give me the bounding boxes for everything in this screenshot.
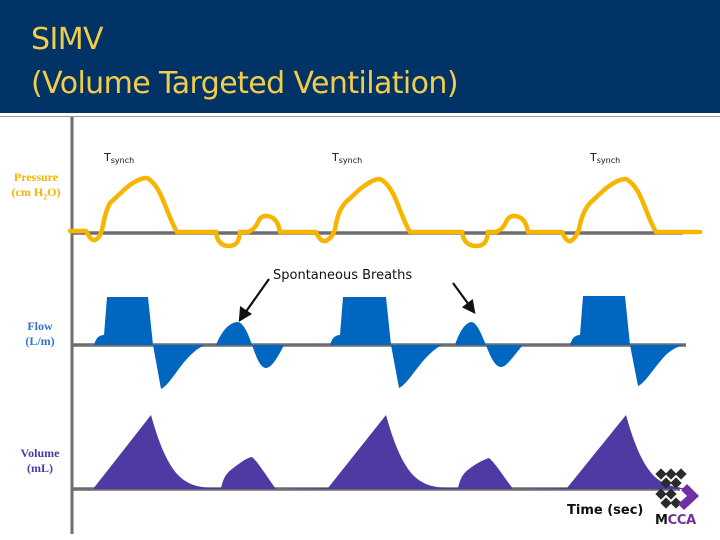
tsynch-sub: synch: [338, 156, 363, 165]
tsynch-sub: synch: [110, 156, 135, 165]
mcca-logo-text: MCCA: [655, 513, 696, 528]
logo-letter-m: M: [655, 513, 668, 528]
spontaneous-breaths-annotation: Spontaneous Breaths: [273, 268, 413, 283]
banner-rule: [0, 116, 720, 117]
tsynch-label: T: [104, 151, 111, 164]
pressure-unit-a: (cm H: [11, 185, 44, 199]
pressure-waveform: [67, 175, 703, 249]
time-axis-label: Time (sec): [567, 503, 644, 518]
title-banner: [0, 0, 720, 113]
arrow-right-head: [461, 299, 476, 314]
pressure-label-line2: (cm H2O): [6, 185, 66, 204]
arrow-right: [452, 282, 470, 306]
tsynch-marker-3: Tsynch: [590, 151, 620, 165]
pressure-label: Pressure (cm H2O): [6, 170, 66, 204]
tsynch-sub: synch: [596, 156, 621, 165]
pressure-unit-sub: 2: [43, 192, 48, 202]
slide-title: SIMV: [31, 22, 104, 57]
flow-waveform: [94, 296, 684, 389]
flow-label-line1: Flow: [27, 319, 53, 333]
mcca-logo-icon: [655, 468, 699, 510]
volume-label-line2: (mL): [27, 461, 53, 475]
volume-label-line1: Volume: [20, 446, 60, 460]
tsynch-label: T: [332, 151, 339, 164]
flow-label-line2: (L/m): [25, 334, 55, 348]
volume-waveform: [72, 415, 690, 489]
tsynch-label: T: [590, 151, 597, 164]
pressure-label-line1: Pressure: [13, 170, 59, 184]
logo-letters-cca: CCA: [667, 513, 697, 528]
pressure-unit-b: O): [47, 185, 61, 199]
arrow-left-head: [238, 306, 253, 323]
flow-label: Flow (L/m): [10, 319, 70, 349]
spontaneous-breath-arrows: [238, 278, 476, 323]
volume-label: Volume (mL): [10, 446, 70, 476]
banner-divider: [0, 113, 720, 116]
slide-subtitle: (Volume Targeted Ventilation): [31, 66, 459, 101]
tsynch-marker-2: Tsynch: [332, 151, 362, 165]
arrow-left: [244, 278, 270, 314]
tsynch-marker-1: Tsynch: [104, 151, 134, 165]
